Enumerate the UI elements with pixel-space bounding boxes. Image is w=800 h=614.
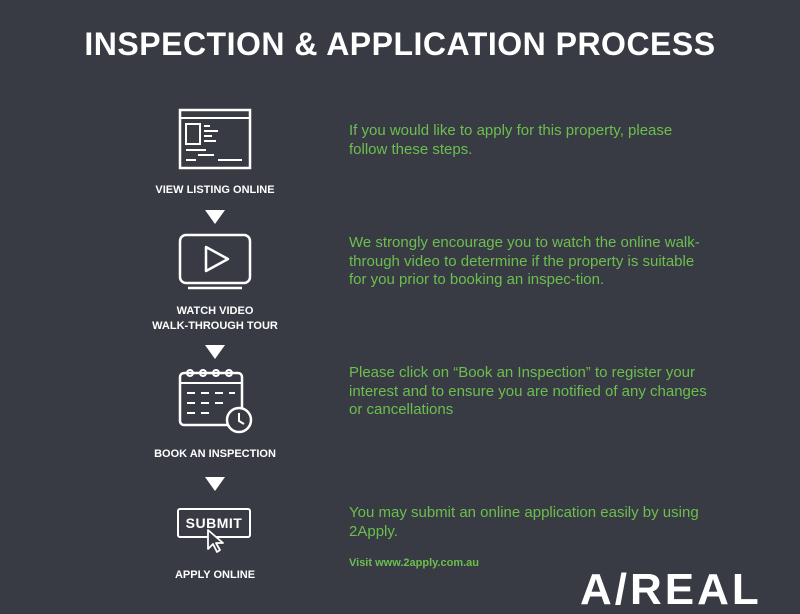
- step-label-watch-video-line2: WALK-THROUGH TOUR: [152, 320, 278, 332]
- step-label-apply-online: APPLY ONLINE: [174, 569, 256, 581]
- step-label-watch-video-line1: WATCH VIDEO: [176, 305, 254, 317]
- step-label-book-inspection: BOOK AN INSPECTION: [154, 448, 276, 460]
- down-arrow-icon: [205, 345, 225, 359]
- down-arrow-icon: [205, 210, 225, 224]
- brand-logo: A/REAL: [580, 565, 762, 614]
- submit-button-icon-text: SUBMIT: [185, 515, 243, 531]
- visit-link[interactable]: Visit www.2apply.com.au: [349, 557, 480, 569]
- step-description-view-listing: If you would like to apply for this prop…: [349, 122, 673, 158]
- calendar-clock-icon: [178, 369, 253, 434]
- video-play-icon: [178, 233, 252, 290]
- step-label-view-listing: VIEW LISTING ONLINE: [155, 184, 275, 196]
- browser-listing-icon: [178, 108, 252, 170]
- step-description-book-inspection: Please click on “Book an Inspection” to …: [349, 364, 707, 418]
- step-label-watch-video: WATCH VIDEO WALK-THROUGH TOUR: [105, 304, 325, 334]
- step-description-watch-video: We strongly encourage you to watch the o…: [349, 234, 700, 288]
- step-description-apply-online: You may submit an online application eas…: [349, 504, 699, 540]
- cursor-icon: [207, 529, 224, 553]
- page-title: INSPECTION & APPLICATION PROCESS: [84, 26, 716, 62]
- down-arrow-icon: [205, 477, 225, 491]
